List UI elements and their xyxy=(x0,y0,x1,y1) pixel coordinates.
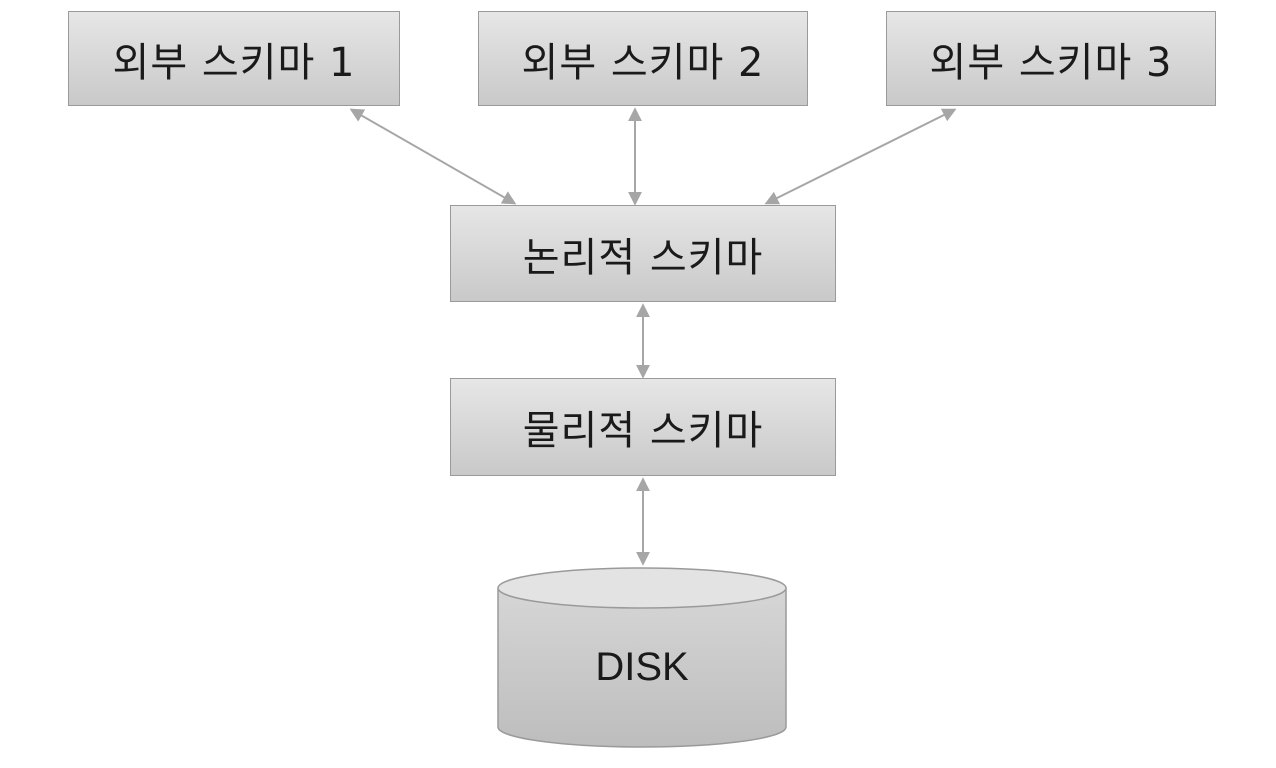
disk-label: DISK xyxy=(595,644,689,689)
external-schema-1-box: 외부 스키마 1 xyxy=(68,11,400,106)
external-schema-3-box: 외부 스키마 3 xyxy=(886,11,1216,106)
external-schema-2-box: 외부 스키마 2 xyxy=(478,11,808,106)
physical-schema-box: 물리적 스키마 xyxy=(450,378,836,476)
external-schema-2-label: 외부 스키마 2 xyxy=(521,39,765,86)
physical-schema-label: 물리적 스키마 xyxy=(522,408,764,454)
external-schema-1-label: 외부 스키마 1 xyxy=(112,39,356,86)
disk-cylinder-icon xyxy=(497,567,787,748)
external-schema-3-label: 외부 스키마 3 xyxy=(929,39,1173,86)
arrow-ext3-logical xyxy=(764,108,957,205)
logical-schema-box: 논리적 스키마 xyxy=(450,205,836,302)
arrow-ext1-logical xyxy=(349,108,517,205)
logical-schema-label: 논리적 스키마 xyxy=(522,234,764,281)
